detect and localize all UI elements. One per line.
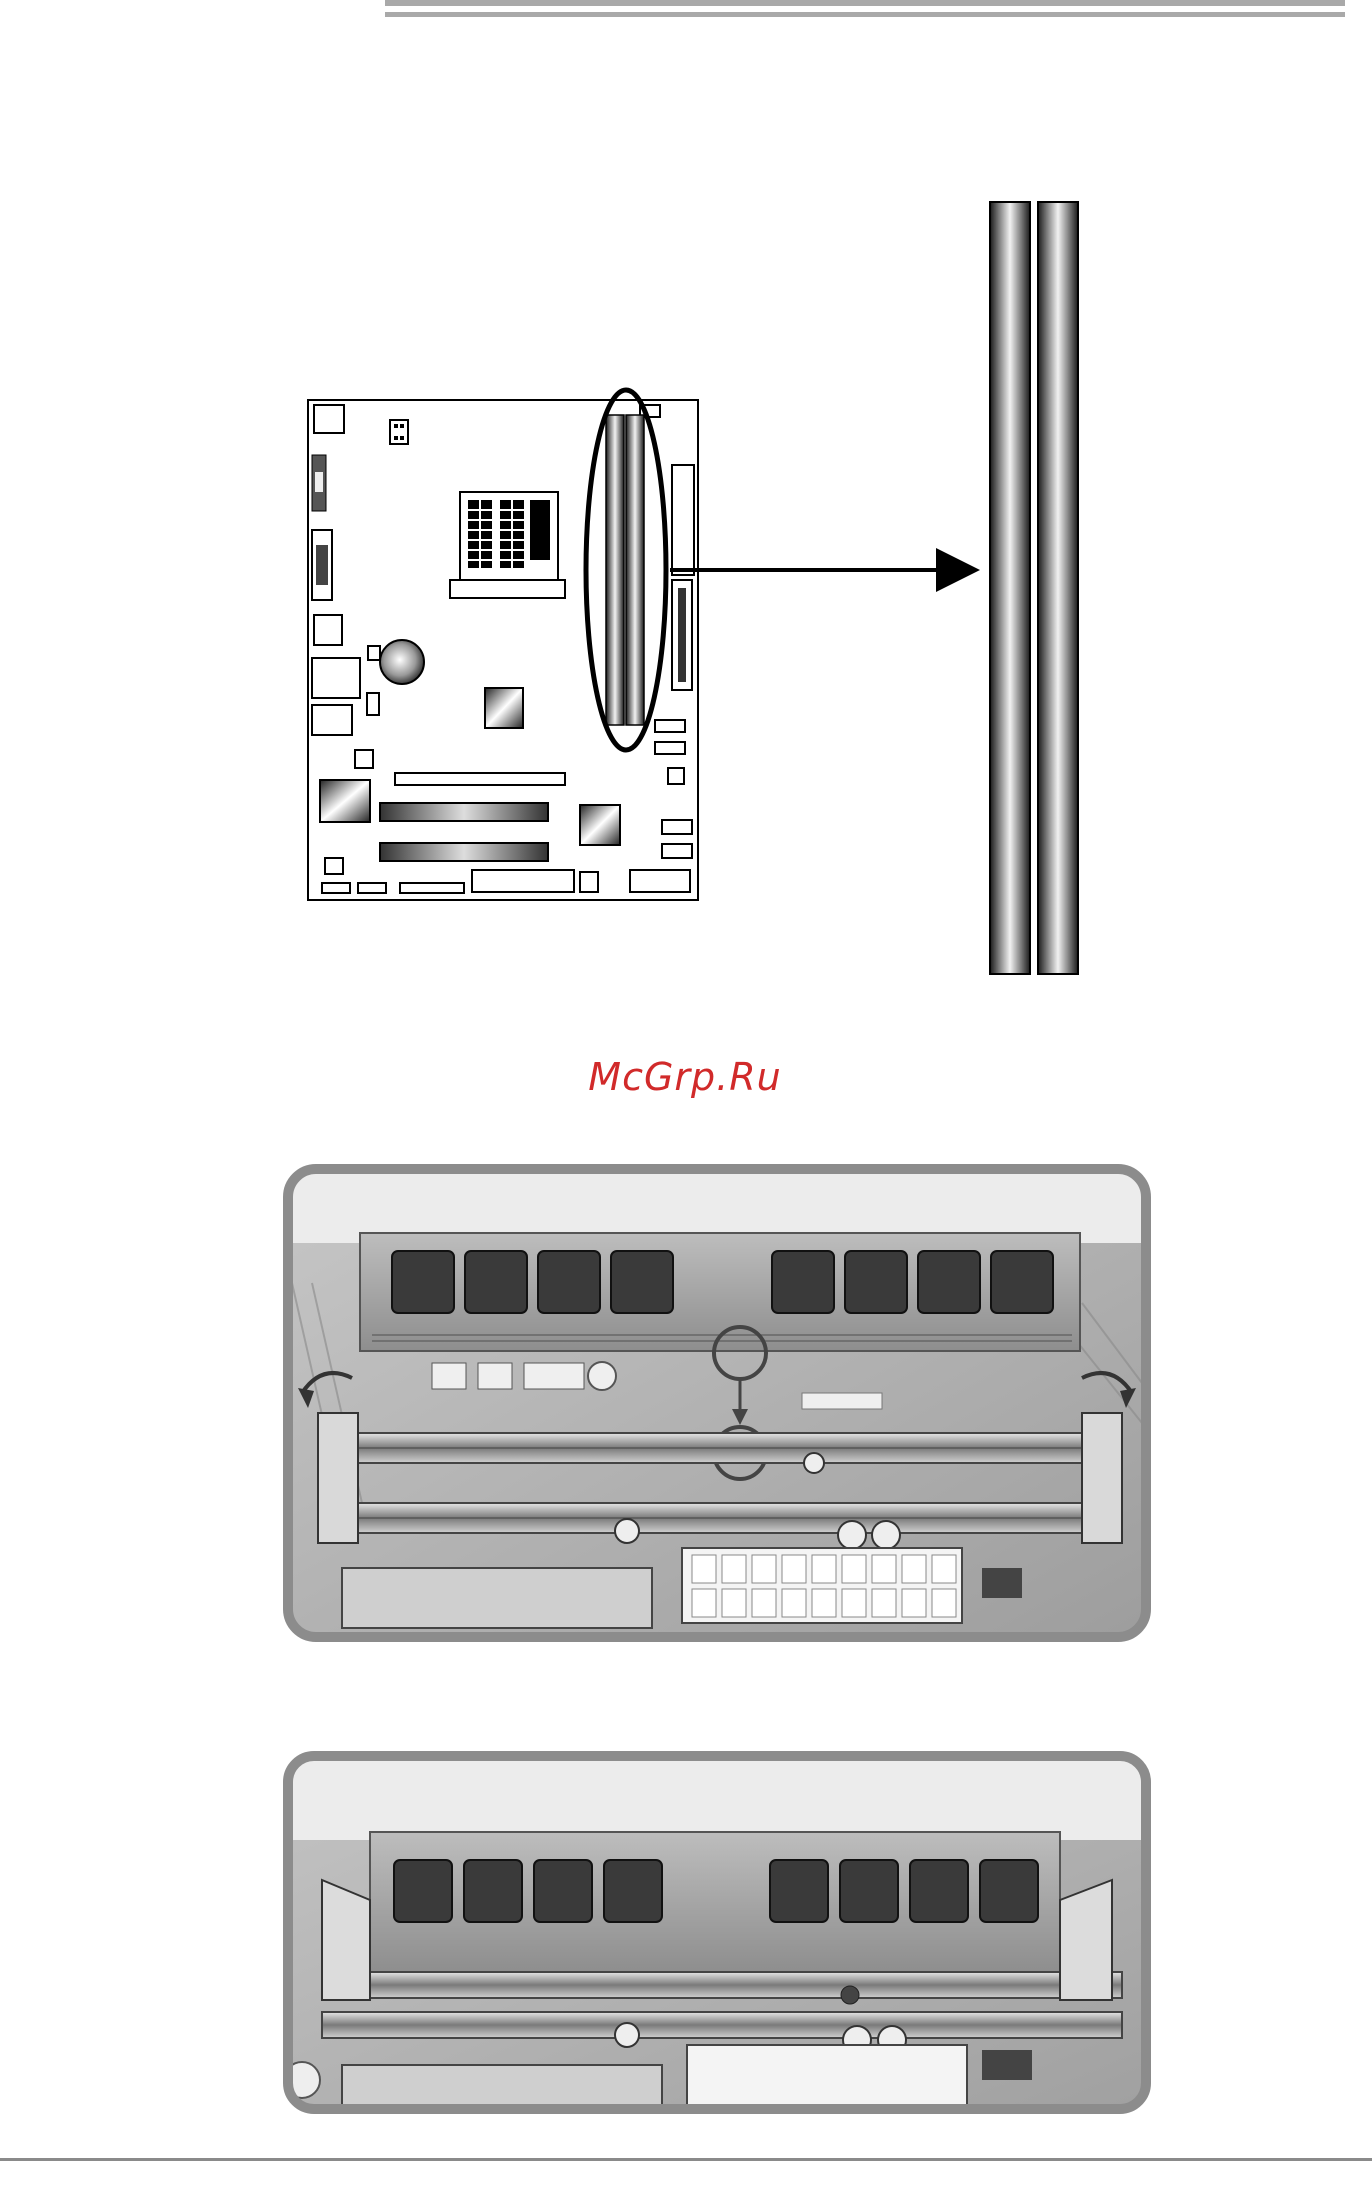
dimm-installed-photo-icon <box>282 1750 1152 2115</box>
watermark-text: McGrp.Ru <box>570 1055 800 1099</box>
header-rule <box>385 12 1345 17</box>
dimm-insertion-photo-icon <box>282 1163 1152 1643</box>
footer-rule <box>0 2158 1372 2161</box>
header-rule <box>385 0 1345 6</box>
motherboard-dimm-diagram-icon <box>300 200 1100 1020</box>
